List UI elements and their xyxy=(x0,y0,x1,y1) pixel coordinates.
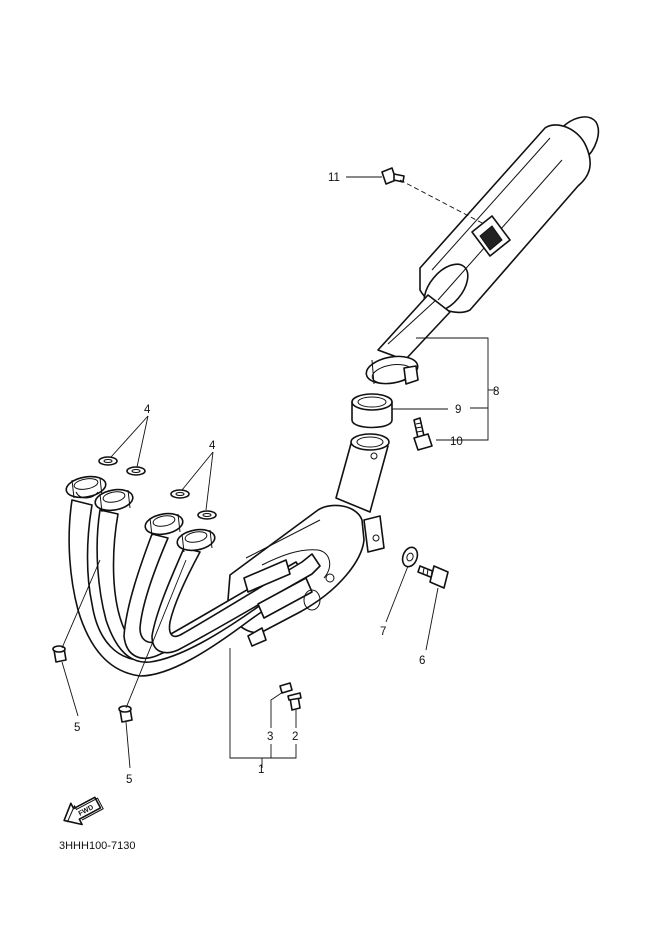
label-part-7: 7 xyxy=(380,626,386,638)
label-part-8: 8 xyxy=(493,386,499,398)
forward-arrow-icon: FWD xyxy=(63,796,104,826)
clamp-bolt xyxy=(413,417,433,451)
leader-lines xyxy=(61,176,496,769)
label-part-4-right: 4 xyxy=(209,440,216,452)
header-flanges xyxy=(65,475,216,553)
flange-2 xyxy=(94,488,134,513)
exhaust-gaskets xyxy=(98,456,217,520)
label-part-6: 6 xyxy=(419,655,425,667)
label-part-9: 9 xyxy=(455,404,461,416)
label-part-10: 10 xyxy=(450,436,463,448)
mount-bolt xyxy=(417,565,449,589)
diagram-code: 3HHH100-7130 xyxy=(59,840,135,852)
clamp-band xyxy=(365,355,419,385)
label-part-4-left: 4 xyxy=(144,404,151,416)
flange-3 xyxy=(144,512,184,537)
flange-4 xyxy=(176,528,216,553)
washer xyxy=(401,546,419,568)
label-part-2: 2 xyxy=(292,731,298,743)
label-part-5-right: 5 xyxy=(126,774,132,786)
sensor-plug-parts xyxy=(279,682,302,711)
label-part-5-left: 5 xyxy=(74,722,80,734)
label-part-3: 3 xyxy=(267,731,273,743)
header-pipes xyxy=(68,499,321,677)
muffler xyxy=(377,116,600,361)
part-labels: 11 8 9 10 4 4 7 6 5 5 3 2 1 xyxy=(74,172,499,786)
gasket-ring xyxy=(351,393,393,429)
pipe-caps xyxy=(52,645,133,723)
label-part-11: 11 xyxy=(328,172,340,184)
flange-1 xyxy=(65,475,107,499)
muffler-bolt xyxy=(381,167,405,185)
label-part-1: 1 xyxy=(258,764,264,776)
